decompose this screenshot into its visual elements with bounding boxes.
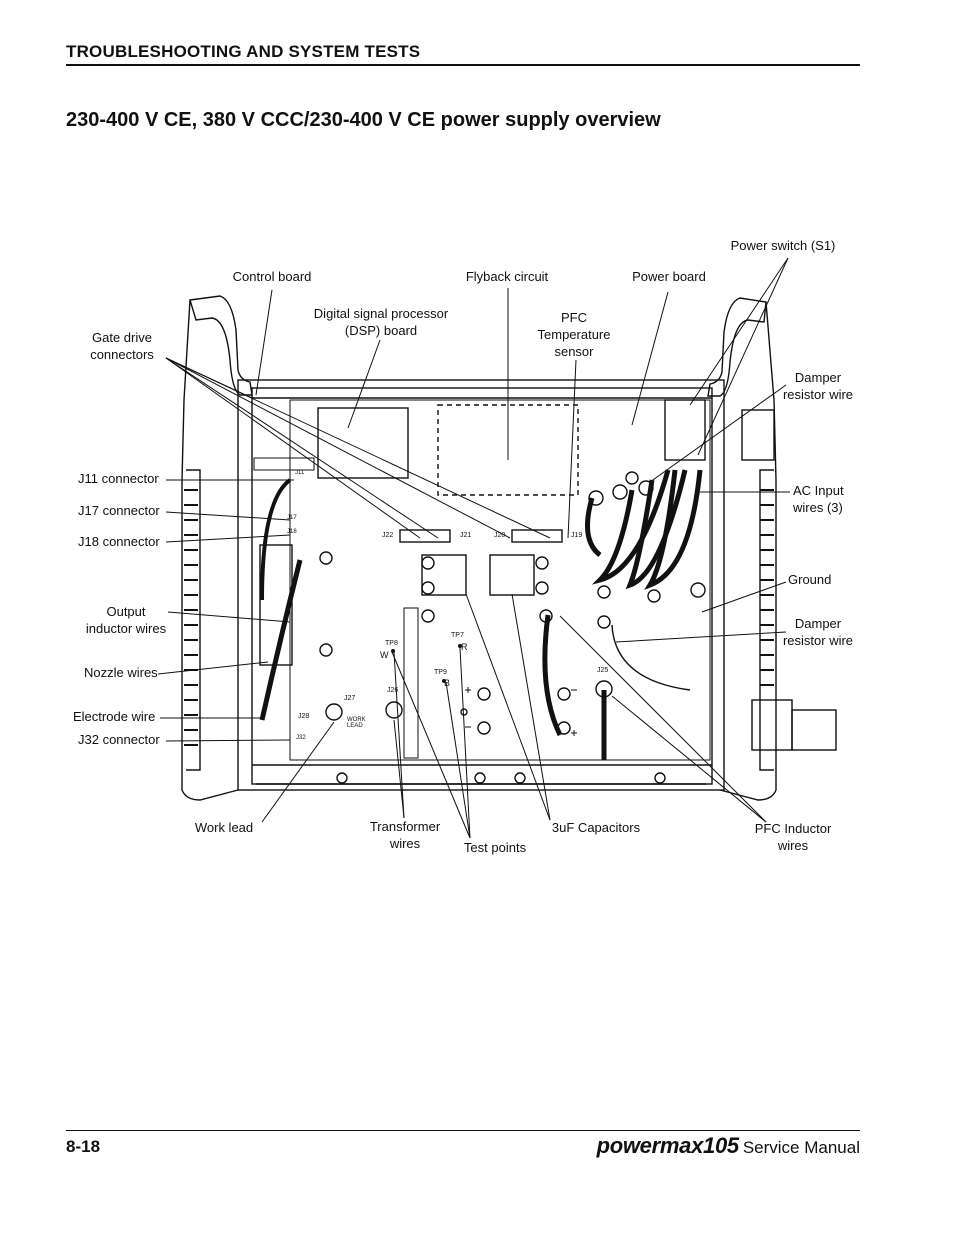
label-j11-connector: J11 connector bbox=[78, 471, 159, 486]
label-ground: Ground bbox=[788, 572, 832, 587]
label-j32-connector: J32 connector bbox=[78, 732, 160, 747]
label-pfc-temperature-sensor: PFC Temperature sensor bbox=[537, 310, 611, 359]
label-j17-connector: J17 connector bbox=[78, 503, 160, 518]
mark-j27: J27 bbox=[344, 695, 356, 702]
label-damper-resistor-wire-bottom: Damper resistor wire bbox=[782, 616, 854, 648]
section-header: TROUBLESHOOTING AND SYSTEM TESTS bbox=[66, 42, 421, 61]
label-nozzle-wires: Nozzle wires bbox=[84, 665, 158, 680]
mark-j32: J32 bbox=[296, 735, 306, 741]
mark-tp7: TP7 bbox=[451, 632, 464, 639]
mark-j21: J21 bbox=[460, 532, 472, 539]
label-flyback-circuit: Flyback circuit bbox=[465, 269, 549, 284]
label-power-board: Power board bbox=[632, 269, 706, 284]
label-3uf-capacitors: 3uF Capacitors bbox=[551, 820, 641, 835]
label-damper-resistor-wire-top: Damper resistor wire bbox=[782, 370, 854, 402]
mark-j18: J18 bbox=[287, 529, 297, 535]
label-work-lead: Work lead bbox=[194, 820, 254, 835]
mark-tp9: TP9 bbox=[434, 669, 447, 676]
mark-w: W bbox=[380, 650, 389, 660]
label-dsp-board: Digital signal processor (DSP) board bbox=[313, 306, 449, 338]
mark-j28: J28 bbox=[298, 713, 310, 720]
label-test-points: Test points bbox=[463, 840, 527, 855]
mark-j20: J20 bbox=[494, 532, 506, 539]
page-number: 8-18 bbox=[66, 1137, 101, 1156]
mark-j17: J17 bbox=[287, 515, 297, 521]
manual-label: Service Manual bbox=[742, 1138, 860, 1157]
label-transformer-wires: Transformer wires bbox=[369, 819, 441, 851]
label-ac-input-wires: AC Input wires (3) bbox=[793, 483, 844, 515]
mark-j26: J26 bbox=[387, 687, 399, 694]
label-control-board: Control board bbox=[232, 269, 312, 284]
footer-rule bbox=[66, 1130, 860, 1131]
label-output-inductor-wires: Output inductor wires bbox=[85, 604, 167, 636]
label-pfc-inductor-wires: PFC Inductor wires bbox=[754, 821, 832, 853]
mark-r: R bbox=[461, 642, 468, 652]
mark-work-lead: WORK LEAD bbox=[347, 717, 366, 729]
label-electrode-wire: Electrode wire bbox=[73, 709, 156, 724]
label-gate-drive-connectors: Gate drive connectors bbox=[90, 330, 154, 362]
label-power-switch: Power switch (S1) bbox=[730, 238, 836, 253]
mark-j19: J19 bbox=[571, 532, 583, 539]
page-title: 230-400 V CE, 380 V CCC/230-400 V CE pow… bbox=[66, 109, 661, 131]
brand-model: 105 bbox=[703, 1133, 739, 1158]
mark-tp8: TP8 bbox=[385, 640, 398, 647]
mark-j25: J25 bbox=[597, 667, 609, 674]
label-j18-connector: J18 connector bbox=[78, 534, 160, 549]
brand-logo: powermax bbox=[596, 1133, 704, 1158]
mark-j22: J22 bbox=[382, 532, 394, 539]
header-rule bbox=[66, 64, 860, 66]
mark-j11: J11 bbox=[295, 470, 305, 476]
mark-b: B bbox=[444, 678, 451, 688]
